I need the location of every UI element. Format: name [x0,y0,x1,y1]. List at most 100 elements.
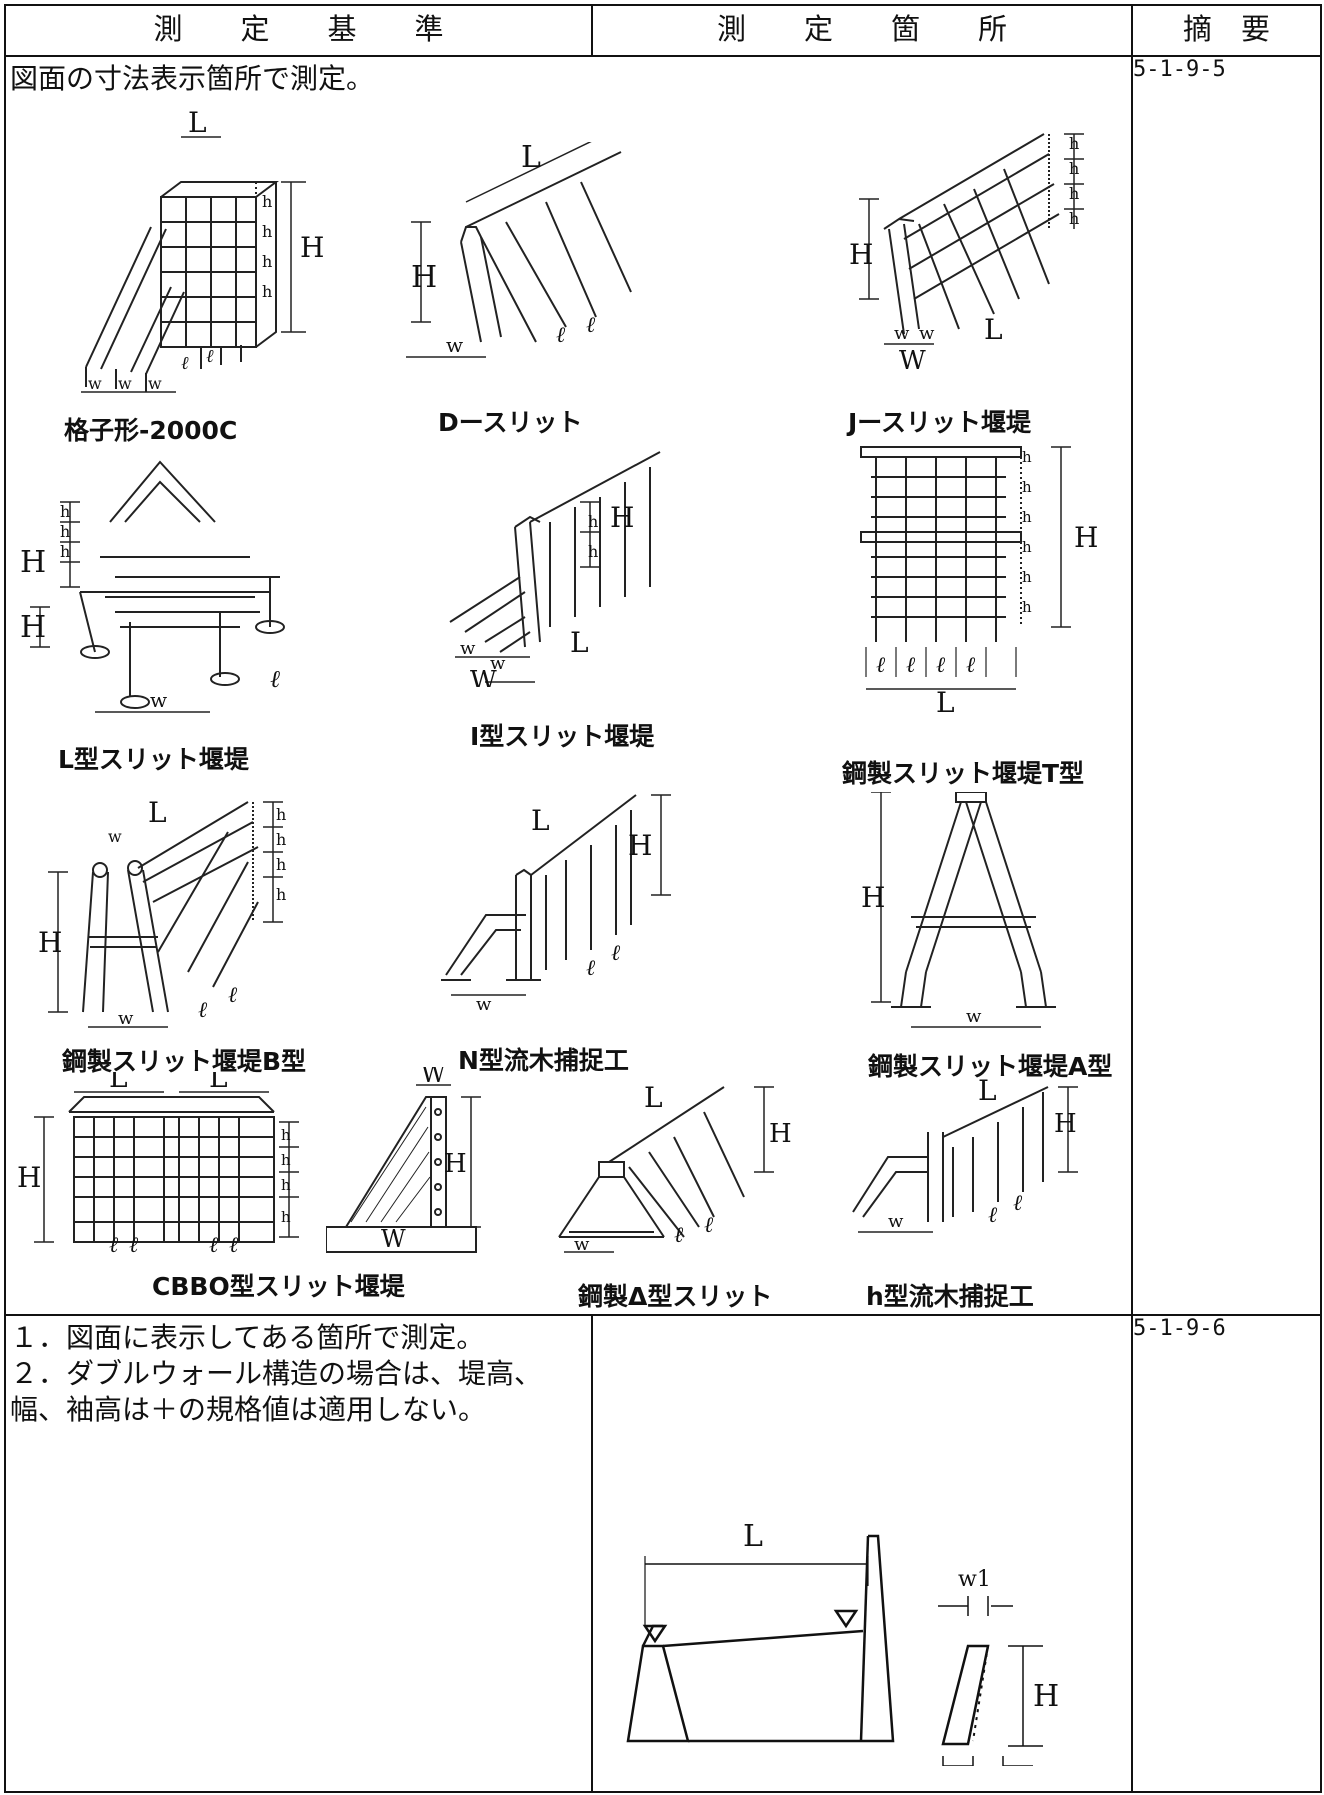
dim-w: w [919,323,935,344]
dim-L: L [978,1074,997,1107]
dim-H: H [861,881,885,914]
dim-ell: ℓ [1013,1191,1023,1216]
dim-H: H [17,1161,41,1194]
caption-j-slit-dam: Jースリット堰堤 [848,408,1032,437]
row1-code: 5-1-9-5 [1131,55,1322,1316]
dim-w: w [118,1008,134,1029]
dim-ell: ℓ [966,653,976,678]
dim-h: h [281,1151,291,1169]
dim-ell: ℓ [198,998,208,1023]
dim-h: h [1022,478,1032,496]
dim-w: w [118,374,132,393]
dim-w: w [894,323,910,344]
caption-steel-slit-b: 鋼製スリット堰堤B型 [62,1047,307,1076]
steel-slit-b-figure: L w h h h h H w ℓ ℓ [38,796,286,1029]
caption-h-type-driftwood: h型流木捕捉工 [866,1282,1034,1311]
dim-h: h [588,512,598,531]
dim-L: L [644,1081,663,1114]
caption-steel-delta-slit: 鋼製Δ型スリット [578,1282,773,1311]
i-slit-dam-figure: h h H w w W L [449,451,661,687]
dim-h: h [1022,508,1032,526]
dim-w: w [446,333,463,357]
dim-h: h [1022,448,1032,466]
dim-h: h [276,830,286,849]
caption-n-type-driftwood: N型流木捕捉工 [458,1046,629,1075]
steel-slit-t-figure: h h h h h h H L ℓ ℓ ℓ ℓ [860,446,1098,719]
dim-ell: ℓ [129,1233,139,1257]
dim-H: H [38,926,62,959]
dim-h: h [1022,598,1032,616]
header-remarks: 摘 要 [1131,4,1322,57]
dim-w1: w1 [958,1567,991,1592]
dim-ell: ℓ [988,1203,998,1228]
row2-code: 5-1-9-6 [1131,1314,1322,1793]
dim-L: L [984,313,1003,346]
table-row: 図面の寸法表示箇所で測定。 [4,55,1322,1316]
header-location: 測 定 箇 所 [591,4,1133,57]
caption-lattice-2000c: 格子形-2000C [64,416,238,445]
dim-L: L [188,107,207,139]
dim-H: H [20,545,46,580]
dim-H: H [444,1149,467,1179]
dim-h: h [262,252,272,271]
caption-l-slit-dam: L型スリット堰堤 [58,745,249,774]
row2-criteria-cell: １．図面に表示してある箇所で測定。 ２．ダブルウォール構造の場合は、堤高、幅、袖… [4,1314,593,1793]
h-type-driftwood-figure: L H w ℓ ℓ [852,1074,1078,1233]
dim-H: H [1054,1109,1077,1139]
dim-w: w [490,653,506,674]
dim-L: L [209,1072,228,1094]
dim-L: L [148,796,167,829]
row1-criteria: 図面の寸法表示箇所で測定。 [10,62,375,95]
dim-h: h [1022,538,1032,556]
dim-L: L [531,804,550,837]
dim-w: w [476,994,492,1015]
dim-ell: ℓ [181,353,189,374]
dim-w: w [574,1234,590,1255]
dim-L: L [109,1072,128,1094]
dim-h: h [276,855,286,874]
dim-ell: ℓ [228,983,238,1008]
row2-criteria-2: ２．ダブルウォール構造の場合は、堤高、幅、袖高は＋の規格値は適用しない。 [10,1357,543,1426]
dim-H: H [769,1119,792,1149]
dim-ell: ℓ [270,665,280,693]
dim-w: w [88,374,102,393]
dim-h: h [262,282,272,301]
steel-delta-slit-figure: L H w ℓ ℓ [558,1081,792,1255]
l-slit-dam-figure: H H h h h w ℓ [20,460,285,713]
dim-h: h [60,502,70,521]
dim-L: L [936,686,955,719]
dim-w: w [150,688,167,712]
dim-ell: ℓ [674,1223,684,1248]
dim-L: L [570,626,589,659]
dim-ell: ℓ [229,1233,239,1257]
dim-W: W [421,1067,446,1088]
dim-ell: ℓ [586,313,596,338]
dim-h: h [262,222,272,241]
dim-w: w [108,827,122,846]
dim-H: H [300,231,324,264]
dim-H: H [411,260,437,295]
dim-h: h [262,192,272,211]
dim-h: h [1069,159,1079,178]
dim-h: h [1022,568,1032,586]
dim-h: h [1069,209,1079,228]
d-slit-figure: L H w ℓ ℓ [406,142,632,358]
dim-ell: ℓ [611,941,621,966]
dim-h: h [588,542,598,561]
dim-H: H [1033,1679,1059,1714]
dim-h: h [281,1126,291,1144]
row2-figure-cell: L w1 H w2 Δ [591,1314,1133,1793]
lattice-2000c-figure: L H h h h h w w w ℓ ℓ [81,107,324,393]
row1-main-cell: 図面の寸法表示箇所で測定。 [4,55,1133,1316]
dim-ell: ℓ [876,653,886,678]
dim-w: w [460,638,476,659]
dim-h: h [276,885,286,904]
caption-i-slit-dam: I型スリット堰堤 [470,722,655,751]
j-slit-dam-figure: h h h h H w w W L [849,133,1084,376]
caption-steel-slit-t: 鋼製スリット堰堤T型 [842,759,1085,788]
steel-slit-a-figure: H w [861,792,1056,1028]
dim-W: W [470,666,497,687]
dim-L: L [521,142,541,175]
dim-H: H [1074,521,1098,554]
dim-W: W [899,346,926,376]
